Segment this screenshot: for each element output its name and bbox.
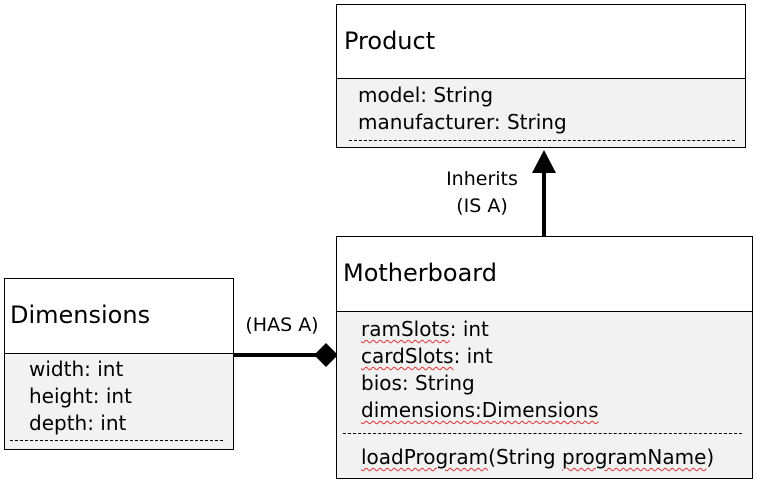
product-divider xyxy=(349,140,735,141)
attr-name: cardSlots xyxy=(361,344,454,368)
motherboard-method-loadprogram: loadProgram(String programName) xyxy=(361,444,714,471)
method-params-prefix: (String xyxy=(488,445,562,469)
method-param-name: programName xyxy=(562,445,707,469)
motherboard-divider xyxy=(343,433,742,434)
motherboard-attr-bios: bios: String xyxy=(361,370,475,397)
dimensions-class[interactable]: Dimensions width: int height: int depth:… xyxy=(4,278,234,450)
product-class-header: Product xyxy=(337,5,745,79)
dimensions-class-header: Dimensions xyxy=(5,279,233,354)
attr-type: : String xyxy=(401,371,475,395)
attr-name-type: dimensions:Dimensions xyxy=(361,398,599,422)
product-attr-manufacturer: manufacturer: String xyxy=(358,110,567,134)
motherboard-class-name: Motherboard xyxy=(343,259,497,287)
motherboard-class-header: Motherboard xyxy=(337,237,752,312)
product-class-name: Product xyxy=(344,27,436,55)
dimensions-attr-height: height: int xyxy=(29,384,132,408)
attr-name: bios xyxy=(361,371,402,395)
dimensions-class-name: Dimensions xyxy=(10,301,151,329)
inherits-label-line1: Inherits xyxy=(446,168,518,190)
composition-diamond xyxy=(314,343,338,367)
dimensions-divider xyxy=(10,440,223,441)
dimensions-class-attributes: width: int height: int depth: int xyxy=(5,354,233,449)
motherboard-attr-ramslots: ramSlots: int xyxy=(361,316,489,343)
product-class[interactable]: Product model: String manufacturer: Stri… xyxy=(336,4,746,148)
dimensions-attr-depth: depth: int xyxy=(29,411,127,435)
inherits-label-line2: (IS A) xyxy=(456,195,508,217)
method-name: loadProgram xyxy=(361,445,489,469)
dimensions-attr-width: width: int xyxy=(29,357,124,381)
inheritance-arrowhead xyxy=(532,150,556,173)
motherboard-attr-cardslots: cardSlots: int xyxy=(361,343,493,370)
product-class-attributes: model: String manufacturer: String xyxy=(337,79,745,147)
attr-name: ramSlots xyxy=(361,317,450,341)
attr-type: :Dimensions xyxy=(475,398,599,422)
method-params-suffix: ) xyxy=(706,445,715,469)
motherboard-class-body: ramSlots: int cardSlots: int bios: Strin… xyxy=(337,312,752,478)
attr-type: : int xyxy=(453,344,493,368)
attr-type: : int xyxy=(449,317,489,341)
motherboard-class[interactable]: Motherboard ramSlots: int cardSlots: int… xyxy=(336,236,753,479)
product-attr-model: model: String xyxy=(358,83,494,107)
motherboard-attr-dimensions: dimensions:Dimensions xyxy=(361,397,599,424)
inherits-label: Inherits (IS A) xyxy=(432,166,532,220)
has-a-label: (HAS A) xyxy=(245,314,319,336)
attr-name: dimensions xyxy=(361,398,476,422)
